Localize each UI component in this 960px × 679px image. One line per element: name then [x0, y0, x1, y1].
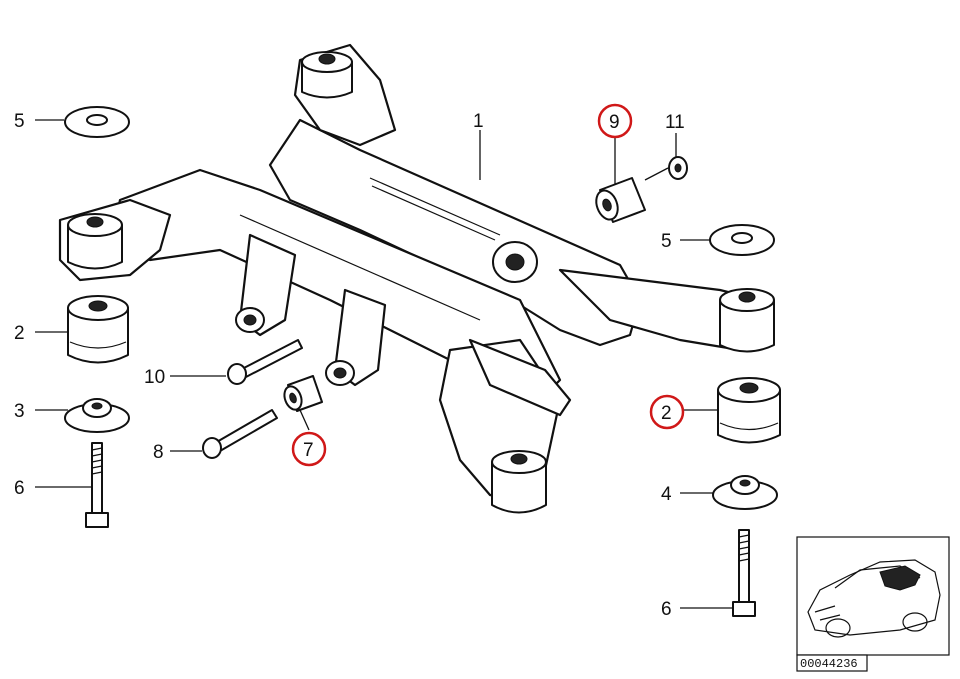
bushing-7 — [283, 375, 323, 412]
rear-subframe — [58, 43, 775, 514]
support-plate-right — [712, 475, 778, 510]
callout-6: 6 — [661, 599, 672, 620]
highlight-ring-7 — [291, 431, 327, 467]
leader-lines — [35, 119, 733, 609]
bolt-left — [85, 442, 109, 528]
bolt-8 — [202, 409, 278, 459]
callout-5: 5 — [14, 111, 25, 132]
rubber-mount-left — [67, 295, 129, 364]
callout-5: 5 — [661, 231, 672, 252]
callout-4: 4 — [661, 484, 672, 505]
callout-2: 2 — [14, 323, 25, 344]
reference-code: 00044236 — [800, 657, 858, 671]
callout-9: 9 — [609, 112, 620, 133]
highlight-ring-9 — [597, 103, 633, 139]
rubber-mount-right — [717, 377, 781, 444]
washer-right — [709, 224, 775, 256]
callout-6: 6 — [14, 478, 25, 499]
callout-7: 7 — [303, 440, 314, 461]
highlight-ring-2 — [649, 394, 685, 430]
callout-8: 8 — [153, 442, 164, 463]
callout-11: 11 — [665, 112, 685, 133]
washer-left — [64, 106, 130, 138]
support-plate-left — [64, 398, 130, 433]
callout-2: 2 — [661, 403, 672, 424]
nut-11 — [668, 156, 688, 180]
callout-3: 3 — [14, 401, 25, 422]
bolt-right — [732, 529, 756, 617]
callout-10: 10 — [144, 367, 165, 388]
bolt-10 — [227, 339, 303, 385]
vehicle-location-thumbnail — [796, 536, 950, 656]
bushing-9 — [595, 177, 646, 223]
callout-1: 1 — [473, 111, 484, 132]
